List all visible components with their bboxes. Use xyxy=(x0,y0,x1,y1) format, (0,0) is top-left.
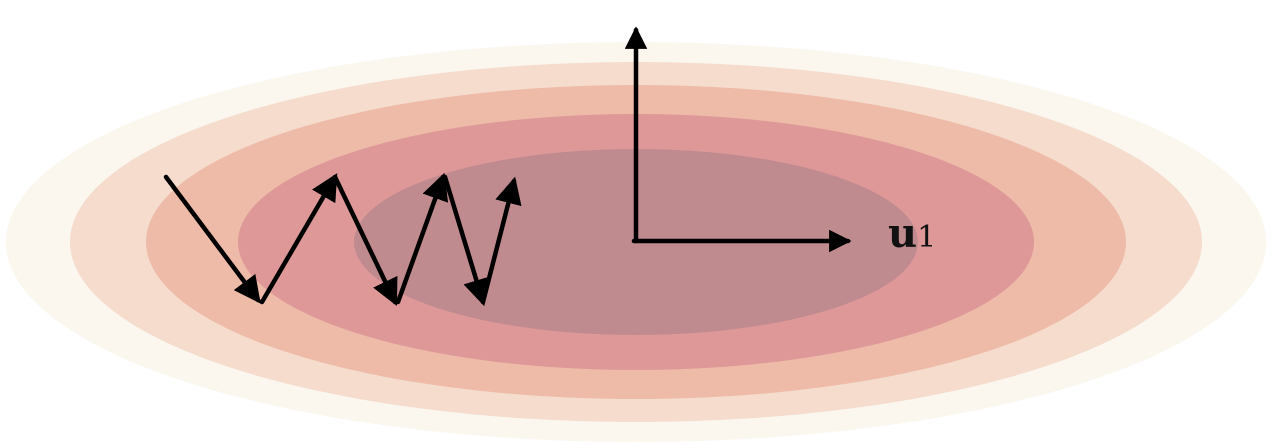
zigzag-step-1 xyxy=(163,174,261,304)
axis-label-vector: u xyxy=(888,210,918,257)
axis-label-u1: u1 xyxy=(888,214,936,254)
principal-axes xyxy=(624,26,852,253)
zigzag-step-4 xyxy=(395,172,449,305)
zigzag-path xyxy=(163,172,522,307)
axis-label-subscript: 1 xyxy=(917,220,937,255)
zigzag-step-3 xyxy=(332,174,398,307)
zigzag-step-5 xyxy=(442,174,490,307)
zigzag-step-6 xyxy=(480,176,522,305)
zigzag-step-2 xyxy=(259,173,338,305)
